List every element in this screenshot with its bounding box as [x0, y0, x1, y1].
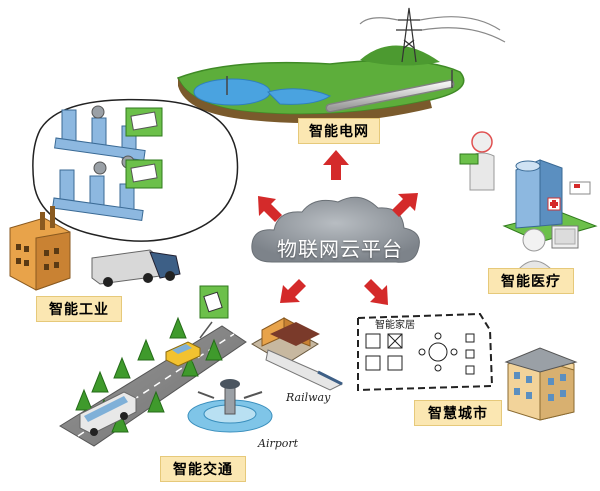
smart-grid-scene	[177, 7, 506, 124]
cloud-platform-label: 物联网云平台	[277, 237, 403, 261]
rfid-tag-icon	[199, 285, 229, 339]
truck-icon	[91, 249, 181, 287]
arrow-to-grid	[323, 150, 349, 180]
factory-icon	[9, 206, 71, 291]
label-smart-medical: 智能医疗	[488, 268, 574, 294]
power-tower-icon	[359, 7, 506, 63]
smart-home-panel-icon	[357, 312, 494, 392]
label-airport: Airport	[258, 437, 299, 450]
patient-icon	[516, 225, 579, 271]
bus-icon	[79, 391, 137, 436]
label-smart-home: 智能家居	[375, 320, 415, 331]
label-smart-industry: 智能工业	[36, 296, 122, 322]
cloud-platform-icon	[251, 196, 420, 263]
building-icon	[504, 347, 578, 421]
arrow-to-city	[364, 279, 388, 305]
transport-scene	[59, 285, 247, 447]
industry-bubble	[32, 98, 239, 242]
doctor-icon	[459, 131, 495, 191]
airport-tower-icon	[187, 379, 273, 433]
arrow-to-medical	[392, 193, 418, 217]
label-railway: Railway	[286, 391, 331, 404]
label-smart-transport: 智能交通	[160, 456, 246, 482]
rfid-tag-icon	[125, 107, 163, 189]
hospital-icon	[502, 159, 598, 243]
arrow-to-transport	[280, 279, 306, 303]
car-icon	[165, 341, 201, 367]
label-smart-grid: 智能电网	[298, 118, 380, 144]
label-smart-city: 智慧城市	[414, 400, 502, 426]
train-icon	[250, 317, 344, 391]
arrow-to-industry	[258, 196, 282, 222]
arrows	[258, 150, 418, 305]
